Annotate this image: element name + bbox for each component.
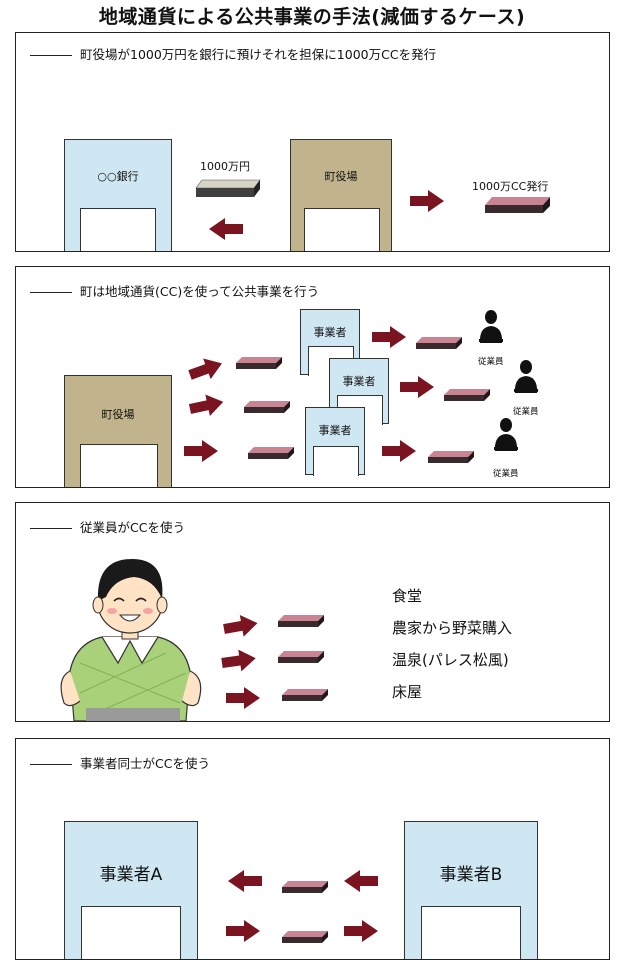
business-label: 事業者 <box>342 375 376 388</box>
arrow-right-icon <box>226 687 260 709</box>
cc-note-icon <box>282 689 328 701</box>
town-hall-door <box>304 208 380 251</box>
panel-caption: 町は地域通貨(CC)を使って公共事業を行う <box>80 284 320 299</box>
arrow-right-icon <box>184 440 218 462</box>
caption-rule <box>30 764 72 765</box>
town-hall-label: 町役場 <box>101 408 135 421</box>
cc-note-icon <box>248 447 294 459</box>
cc-note-icon <box>278 651 324 663</box>
money-stack-icon <box>195 179 261 197</box>
arrow-right-icon <box>372 326 406 348</box>
cc-note-icon <box>282 881 328 893</box>
business-a-label: 事業者A <box>99 865 163 885</box>
caption-rule <box>30 55 72 56</box>
arrow-right-icon <box>344 920 378 942</box>
cc-note-icon <box>236 357 282 369</box>
business-a-building: 事業者A <box>64 821 198 959</box>
page-title: 地域通貨による公共事業の手法(減価するケース) <box>98 6 526 28</box>
town-hall-label: 町役場 <box>324 170 358 183</box>
employee-label: 従業員 <box>478 357 504 367</box>
spending-item: 農家から野菜購入 <box>392 619 513 637</box>
town-hall-building: 町役場 <box>290 139 392 251</box>
business-label: 事業者 <box>313 326 347 339</box>
caption-rule <box>30 528 72 529</box>
panel-employee-spending: 従業員がCCを使う <box>15 502 610 722</box>
spending-item: 温泉(パレス松風) <box>392 651 509 669</box>
arrow-right-icon <box>400 376 434 398</box>
left-arrow-icon <box>344 870 378 892</box>
town-hall-door <box>80 444 158 487</box>
arrow-right-icon <box>220 647 258 674</box>
business-b-label: 事業者B <box>439 865 503 885</box>
employee-icon <box>494 418 518 451</box>
money-label: 1000万円 <box>200 160 250 173</box>
cc-note-icon <box>278 615 324 627</box>
business-b-building: 事業者B <box>404 821 538 959</box>
spending-item: 床屋 <box>392 683 423 701</box>
right-arrow-icon <box>410 190 444 212</box>
arrow-right-icon <box>187 391 226 420</box>
panel-deposit: 町役場が1000万円を銀行に預けそれを担保に1000万CCを発行 ○○銀行 10… <box>15 32 610 252</box>
panel-caption: 事業者同士がCCを使う <box>80 756 210 771</box>
cc-note-icon <box>244 401 290 413</box>
panel-public-works: 町は地域通貨(CC)を使って公共事業を行う 町役場 事業者 事業者 事業者 従業… <box>15 266 610 488</box>
spending-item: 食堂 <box>392 587 423 605</box>
panel-business-exchange: 事業者同士がCCを使う 事業者A 事業者B <box>15 738 610 960</box>
left-arrow-icon <box>228 870 262 892</box>
business-door <box>313 446 359 476</box>
employee-label: 従業員 <box>513 407 539 417</box>
left-arrow-icon <box>209 218 243 240</box>
employee-illustration <box>60 559 202 721</box>
town-hall-building: 町役場 <box>64 375 172 487</box>
cc-note-icon <box>444 389 490 401</box>
cc-note-icon <box>416 337 462 349</box>
cc-note-icon <box>428 451 474 463</box>
panel-caption: 従業員がCCを使う <box>80 520 185 535</box>
arrow-right-icon <box>226 920 260 942</box>
arrow-right-icon <box>382 440 416 462</box>
cc-note-icon <box>282 931 328 943</box>
employee-icon <box>479 310 503 343</box>
arrow-right-icon <box>186 353 226 386</box>
panel2-graphics <box>184 310 538 463</box>
panel3-graphics <box>60 559 328 721</box>
caption-rule <box>30 292 72 293</box>
spending-list: 食堂 農家から野菜購入 温泉(パレス松風) 床屋 <box>392 580 512 708</box>
employee-label: 従業員 <box>493 469 519 479</box>
employee-icon <box>514 360 538 393</box>
bank-building: ○○銀行 <box>64 139 172 251</box>
panel1-graphics <box>195 179 550 240</box>
panel4-graphics <box>226 870 378 943</box>
panel-caption: 町役場が1000万円を銀行に預けそれを担保に1000万CCを発行 <box>80 47 437 62</box>
bank-label: ○○銀行 <box>97 170 139 183</box>
cc-issue-label: 1000万CC発行 <box>472 180 549 193</box>
business-label: 事業者 <box>318 424 352 437</box>
business-a-door <box>81 906 181 959</box>
arrow-right-icon <box>222 612 260 640</box>
business-building-3: 事業者 <box>305 407 365 476</box>
cc-stack-icon <box>485 197 550 213</box>
business-b-door <box>421 906 521 959</box>
bank-door <box>80 208 156 251</box>
